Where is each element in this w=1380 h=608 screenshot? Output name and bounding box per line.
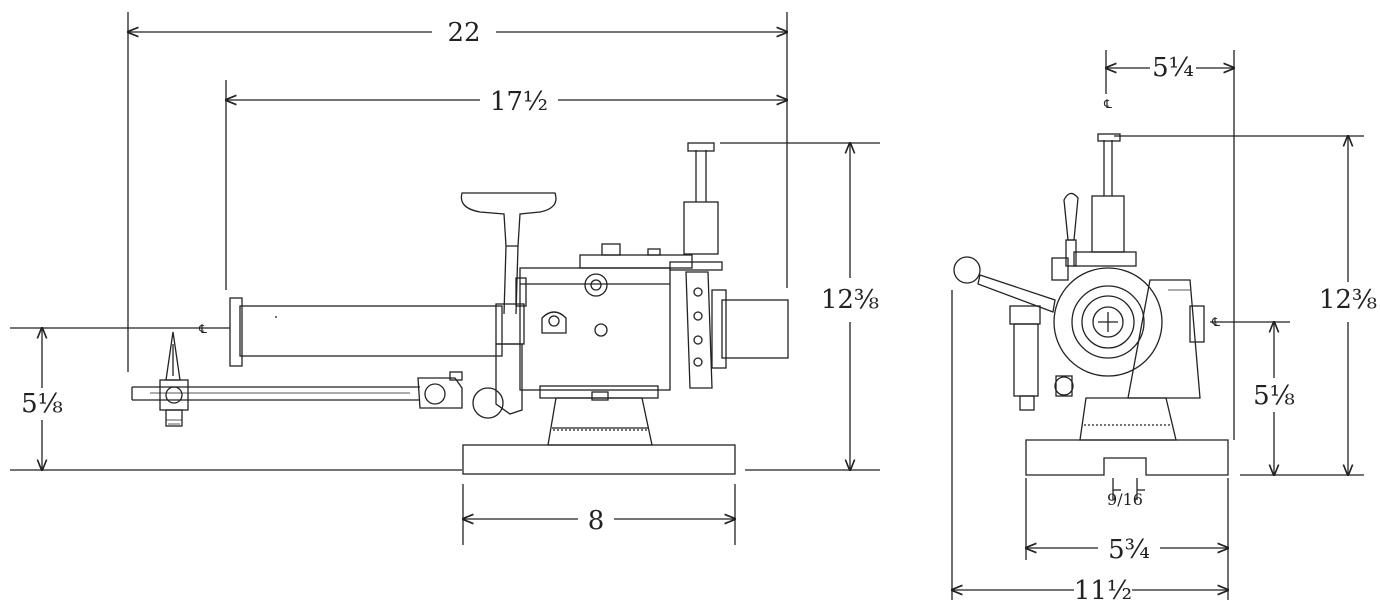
dim-end-offset-top: 5¼ bbox=[1152, 53, 1194, 83]
end-view-dimensions bbox=[952, 50, 1364, 600]
end-view-machine bbox=[953, 133, 1229, 476]
dim-side-centre-height: 5⅛ bbox=[21, 389, 63, 419]
dim-side-overall-height: 12⅜ bbox=[821, 285, 879, 315]
centerline-mark-top: ℄ bbox=[1103, 97, 1112, 111]
dim-end-overall-width: 11½ bbox=[1074, 576, 1132, 606]
side-view-dimensions bbox=[10, 12, 880, 545]
centerline-mark-end: ℄ bbox=[1211, 315, 1220, 329]
dim-end-centre-height: 5⅛ bbox=[1253, 381, 1295, 411]
dim-bar-to-tube-end: 17½ bbox=[490, 87, 548, 117]
dim-slot-width: 9/16 bbox=[1107, 490, 1143, 509]
dim-end-base-width: 5¾ bbox=[1108, 535, 1150, 565]
dim-end-overall-height: 12⅜ bbox=[1319, 285, 1377, 315]
centerline-mark: ℄ bbox=[198, 322, 207, 336]
dim-overall-length: 22 bbox=[447, 18, 480, 48]
dim-base-width: 8 bbox=[588, 506, 605, 536]
side-view-machine bbox=[131, 142, 789, 475]
